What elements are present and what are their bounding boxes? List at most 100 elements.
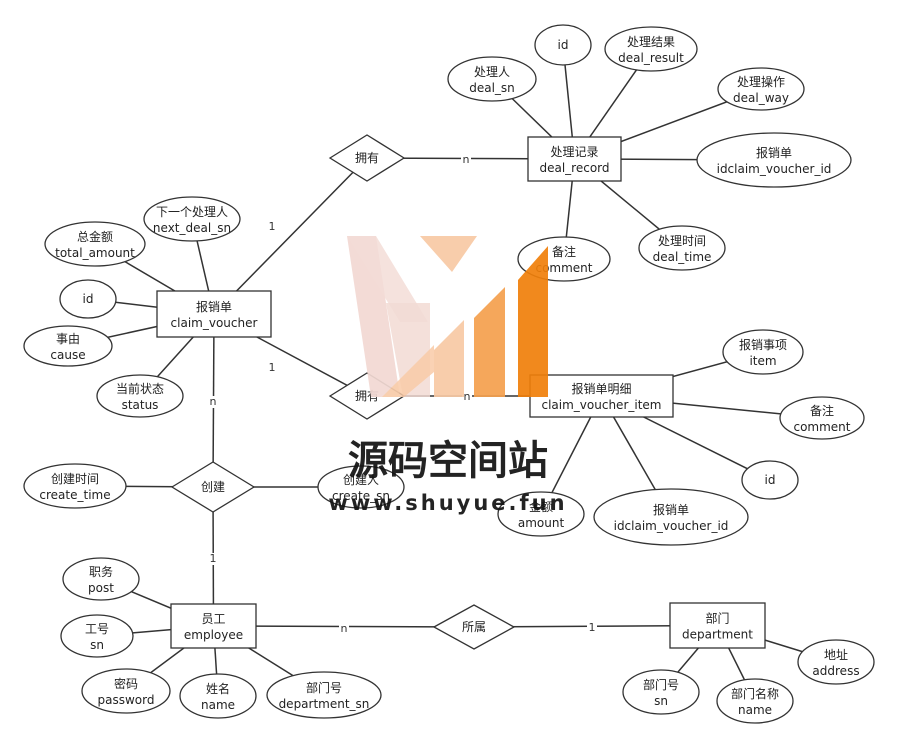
attribute-a_dcom-en-label: comment: [535, 261, 592, 275]
attribute-ellipse: [779, 396, 865, 440]
attribute-a_iitem: 报销事项 item: [722, 329, 804, 375]
attribute-a_ctime-cn-label: 创建时间: [51, 472, 99, 486]
attribute-ellipse: [266, 671, 382, 719]
attribute-ellipse: [96, 374, 184, 418]
attribute-ellipse: [717, 67, 805, 111]
attribute-ellipse: [143, 196, 241, 242]
attribute-a_dway-cn-label: 处理操作: [737, 74, 785, 89]
attribute-a_iitem-en-label: item: [749, 354, 776, 368]
attribute-a_iamt-cn-label: 金额: [529, 499, 553, 514]
relationship-label: 所属: [462, 620, 486, 634]
attribute-a_dcv-en-label: idclaim_voucher_id: [717, 162, 832, 176]
attribute-a_dtime-cn-label: 处理时间: [658, 234, 706, 248]
cardinality-c4: n: [464, 390, 471, 403]
cardinality-c7: n: [341, 622, 348, 635]
attribute-a_dcv-cn-label: 报销单: [756, 145, 792, 160]
attribute-ellipse: [622, 669, 700, 715]
attribute-a_total-cn-label: 总金额: [77, 229, 113, 244]
attribute-a_icv-cn-label: 报销单: [653, 502, 689, 517]
entity-box: [529, 374, 674, 418]
attribute-a_esn-cn-label: 工号: [85, 622, 109, 636]
attribute-ellipse: [179, 673, 257, 719]
attribute-a_csn-en-label: create_sn: [332, 489, 390, 503]
attribute-a_dres: 处理结果 deal_result: [604, 26, 698, 72]
attribute-a_next-cn-label: 下一个处理人: [156, 205, 228, 219]
attribute-a_name-en-label: name: [201, 698, 235, 712]
relationship-diamond: [328, 134, 406, 182]
entity-dept-cn-label: 部门: [705, 611, 729, 626]
attribute-ellipse: [593, 488, 749, 546]
entity-claim: 报销单 claim_voucher: [156, 290, 272, 338]
attribute-ellipse: [696, 132, 852, 188]
attribute-ellipse: [59, 279, 117, 319]
attribute-a_status-en-label: status: [122, 398, 159, 412]
attribute-a_ctime-en-label: create_time: [39, 488, 110, 502]
attribute-a_cid: id: [59, 279, 117, 319]
attribute-ellipse: [638, 225, 726, 271]
cardinality-bg: [208, 553, 218, 565]
attribute-ellipse: [604, 26, 698, 72]
watermark-url: www.shuyue.fun: [328, 491, 567, 515]
attribute-a_name-cn-label: 姓名: [206, 681, 230, 696]
attribute-a_name: 姓名 name: [179, 673, 257, 719]
logo-bar-4: [434, 320, 464, 397]
attribute-a_total-en-label: total_amount: [55, 246, 135, 260]
attribute-a_iid: id: [741, 460, 799, 500]
attribute-a_pwd-en-label: password: [98, 693, 155, 707]
attribute-ellipse: [534, 24, 592, 66]
entity-claim-cn-label: 报销单: [196, 299, 232, 314]
entity-item-en-label: claim_voucher_item: [542, 398, 662, 412]
relationship-label: 拥有: [355, 151, 379, 165]
relationship-diamond: [170, 461, 256, 513]
attribute-a_edept-cn-label: 部门号: [306, 680, 342, 695]
cardinality-bg: [587, 622, 597, 634]
attribute-a_did-label: id: [558, 38, 569, 52]
attribute-a_cause-en-label: cause: [50, 348, 85, 362]
logo-bar-2: [347, 236, 428, 322]
attribute-a_cause: 事由 cause: [23, 325, 113, 367]
attribute-a_pwd-cn-label: 密码: [114, 676, 138, 691]
attribute-ellipse: [60, 614, 134, 658]
attribute-a_ctime: 创建时间 create_time: [23, 463, 127, 509]
entity-claim-en-label: claim_voucher: [171, 316, 258, 330]
relationship-r_create: 创建: [170, 461, 256, 513]
attribute-ellipse: [741, 460, 799, 500]
attribute-a_dsn-cn-label: 处理人: [474, 65, 510, 79]
attribute-a_post-cn-label: 职务: [89, 564, 113, 579]
entity-box: [156, 290, 272, 338]
attribute-a_dres-en-label: deal_result: [618, 51, 684, 65]
attribute-a_cause-cn-label: 事由: [56, 332, 80, 346]
cardinality-c3: 1: [269, 361, 276, 374]
attribute-ellipse: [81, 668, 171, 714]
relationship-label: 创建: [201, 480, 225, 494]
attribute-a_icom-en-label: comment: [793, 420, 850, 434]
attribute-a_iitem-cn-label: 报销事项: [739, 337, 787, 352]
logo-bar-7: [382, 345, 434, 397]
cardinality-bg: [208, 396, 218, 408]
cardinality-bg: [339, 623, 349, 635]
attribute-a_total: 总金额 total_amount: [44, 221, 146, 267]
entity-emp-cn-label: 员工: [201, 612, 225, 626]
attribute-a_icv: 报销单 idclaim_voucher_id: [593, 488, 749, 546]
attribute-a_icv-en-label: idclaim_voucher_id: [614, 519, 729, 533]
cardinality-bg: [267, 221, 277, 233]
cardinality-c8: 1: [589, 621, 596, 634]
watermark-title: 源码空间站: [348, 438, 548, 484]
attribute-a_dres-cn-label: 处理结果: [627, 35, 675, 49]
attribute-ellipse: [722, 329, 804, 375]
attribute-ellipse: [497, 491, 585, 537]
